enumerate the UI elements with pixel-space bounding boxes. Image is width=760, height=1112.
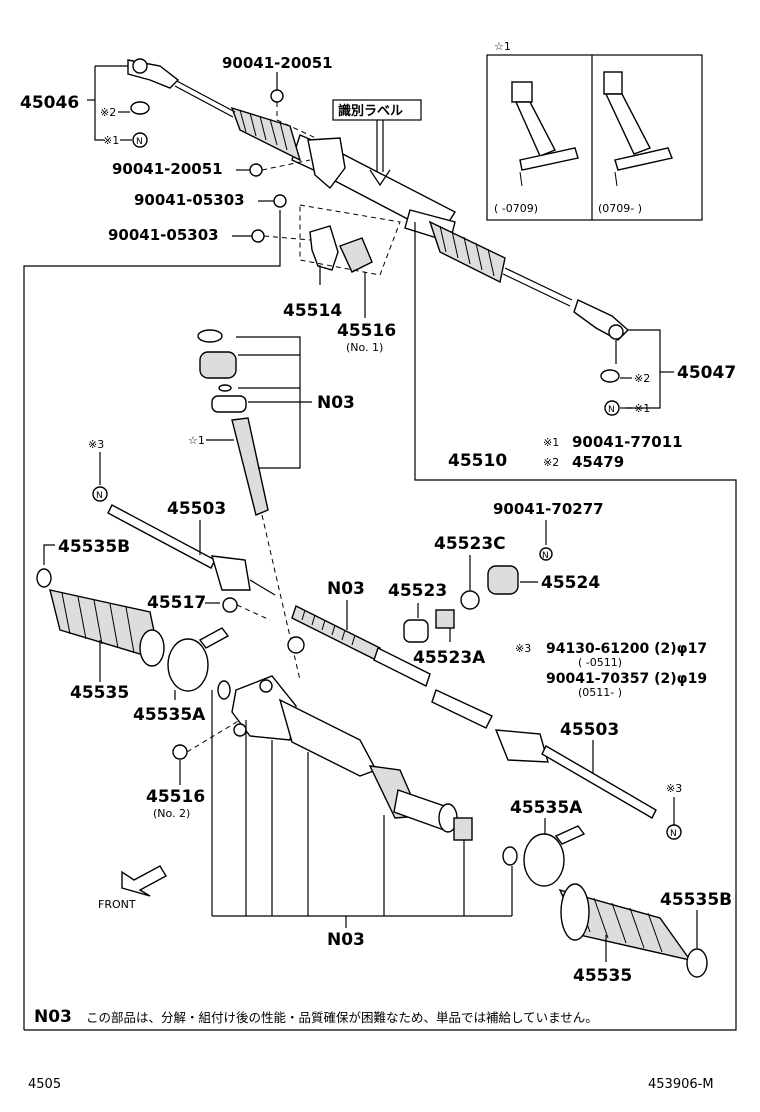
part-45516-no2: 45516 — [146, 787, 205, 807]
part-45523A: 45523A — [413, 648, 486, 668]
front-arrow: FRONT — [98, 865, 167, 911]
callout-45046: 45046 ※2 ※1 N — [20, 65, 150, 148]
kome3-left: ※3 — [88, 438, 104, 451]
part-45523: 45523 — [388, 581, 447, 601]
boot-left: 45535B 45535 — [36, 537, 165, 703]
part-45047: 45047 — [677, 363, 736, 383]
pinion-shaft-late-icon — [603, 71, 673, 187]
n-mark-3left: N — [96, 491, 103, 501]
note-k1-part: 90041-77011 — [572, 433, 683, 451]
kome1-left: ※1 — [103, 134, 119, 147]
callout-45047: 45047 ※2 N ※1 — [600, 329, 736, 416]
inset-left-range: ( -0709) — [494, 202, 538, 215]
part-45535-right: 45535 — [573, 966, 632, 986]
note-k2-code: ※2 — [543, 456, 559, 469]
note-k3-line1-range: ( -0511) — [578, 656, 622, 669]
id-label-text: 識別ラベル — [338, 103, 403, 119]
assembled-rack — [127, 58, 630, 341]
footer-n03-code: N03 — [34, 1007, 72, 1027]
note-k3-code: ※3 — [515, 642, 531, 655]
note-k3-line2-range: (0511- ) — [578, 686, 622, 699]
bolt-05303-b: 90041-05303 — [108, 226, 219, 244]
page-code-left: 4505 — [28, 1077, 61, 1092]
part-45510: 45510 — [448, 451, 507, 471]
inset-right-range: (0709- ) — [598, 202, 642, 215]
note-k2-part: 45479 — [572, 453, 624, 471]
front-label: FRONT — [98, 898, 136, 911]
bolt-70277: 90041-70277 — [493, 500, 604, 518]
n-mark-3right: N — [670, 829, 677, 839]
callout-bolts: 90041-20051 90041-20051 90041-05303 9004… — [108, 54, 333, 244]
pinion-group: N03 ☆1 — [188, 329, 355, 681]
kome2-right: ※2 — [634, 372, 650, 385]
part-45046: 45046 — [20, 93, 79, 113]
part-45535-left: 45535 — [70, 683, 129, 703]
note-k3-line2: 90041-70357 (2)φ19 — [546, 671, 707, 687]
n03-mid-label: N03 — [327, 579, 365, 599]
part-45514: 45514 — [283, 301, 342, 321]
inner-tie-rod-left: ※3 N 45503 — [88, 438, 276, 596]
kome3-right: ※3 — [666, 782, 682, 795]
n-mark-left: N — [136, 137, 143, 147]
star1-pinion: ☆1 — [188, 434, 205, 447]
part-45503-left: 45503 — [167, 499, 226, 519]
notes-k1-k2: ※1 90041-77011 ※2 45479 — [543, 433, 683, 471]
callout-45516-no2: 45516 (No. 2) — [146, 719, 241, 820]
inner-tie-rod-right: 45503 ※3 N — [494, 720, 682, 840]
note-k3-line1: 94130-61200 (2)φ17 — [546, 641, 707, 657]
pinion-shaft-early-icon — [511, 81, 579, 187]
inset-box: ☆1 ( -0709) (0709- ) — [486, 40, 703, 221]
part-45535A-right: 45535A — [510, 798, 583, 818]
note-k3: ※3 94130-61200 (2)φ17 ( -0511) 90041-703… — [515, 641, 707, 699]
footer-note: N03 この部品は、分解・組付け後の性能・品質確保が困難なため、単品では補給して… — [34, 1007, 598, 1027]
part-45535A-left: 45535A — [133, 705, 206, 725]
part-45516-no2-sub: (No. 2) — [153, 807, 190, 820]
part-45516-no1-sub: (No. 1) — [346, 341, 383, 354]
callout-45514-45516: 45514 45516 (No. 1) — [283, 265, 396, 354]
part-45523C: 45523C — [434, 534, 506, 554]
footer-n03-text: この部品は、分解・組付け後の性能・品質確保が困難なため、単品では補給していません… — [86, 1010, 598, 1025]
n03-bottom-bracket: N03 — [211, 690, 513, 950]
right-boot-assembly: 45535A 45535 45535B — [502, 798, 732, 986]
n-mark-70277: N — [542, 551, 549, 561]
inset-star-label: ☆1 — [494, 40, 511, 53]
n03-top-label: N03 — [317, 393, 355, 413]
n-mark-right: N — [608, 405, 615, 415]
n03-bottom-label: N03 — [327, 930, 365, 950]
rack-guide-parts: 45523 45523A 45523C 45524 90041-70277 N — [388, 500, 604, 668]
gear-housing-exploded: N03 — [217, 579, 493, 841]
frame-45510: 45510 — [23, 210, 737, 1031]
part-45516-no1: 45516 — [337, 321, 396, 341]
part-45503-right: 45503 — [560, 720, 619, 740]
kome2-left: ※2 — [100, 106, 116, 119]
callout-45517: 45517 — [147, 593, 271, 621]
part-45535B-left: 45535B — [58, 537, 130, 557]
part-45517: 45517 — [147, 593, 206, 613]
part-45535B-right: 45535B — [660, 890, 732, 910]
clamp-left: 45535A — [133, 627, 230, 725]
front-arrow-icon — [121, 865, 167, 897]
bolt-20051-top: 90041-20051 — [222, 54, 333, 72]
part-45524: 45524 — [541, 573, 600, 593]
kome1-right: ※1 — [634, 402, 650, 415]
id-label-callout: 識別ラベル — [332, 99, 422, 187]
note-k1-code: ※1 — [543, 436, 559, 449]
page-code-right: 453906-M — [648, 1077, 714, 1092]
bolt-20051-mid: 90041-20051 — [112, 160, 223, 178]
bolt-05303-a: 90041-05303 — [134, 191, 245, 209]
